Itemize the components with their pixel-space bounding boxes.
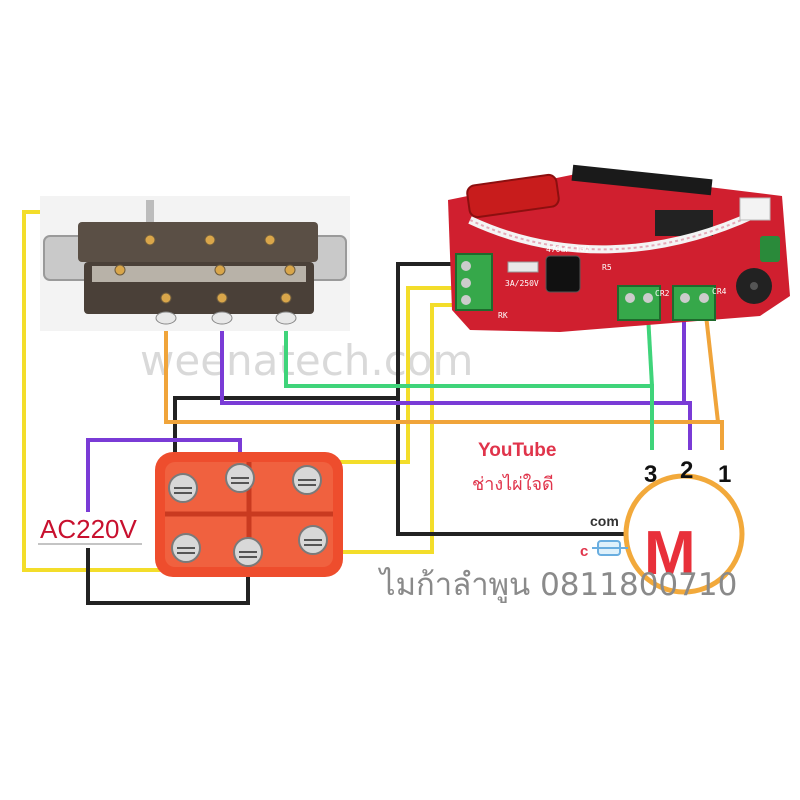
wire-orange-pcb [704, 314, 720, 423]
wire-yellow-right-top [330, 286, 460, 464]
channel-name: ช่างไผ่ใจดี [472, 473, 554, 495]
pcb-label-cr2: CR2 [655, 289, 670, 298]
wire-green-speed3 [284, 322, 654, 450]
wire-orange-speed1 [164, 322, 724, 450]
pcb-label-cr4: CR4 [712, 287, 727, 296]
contact-text: ไมก้าลำพูน 0811800710 [377, 567, 737, 603]
wire-yellow-right-bottom [335, 303, 460, 554]
motor-com-label: com [590, 513, 619, 529]
ac-label-box [38, 512, 142, 548]
control-pcb-board: R5 RK CR2 CR4 3A/250V 470uF 16V [448, 164, 790, 332]
wire-green-pcb [646, 314, 654, 387]
wire-black-toggle-top [173, 396, 398, 470]
motor-terminal-3: 3 [644, 461, 657, 488]
motor-cap-label: c [580, 543, 588, 560]
speed-selector-switch [40, 196, 350, 331]
pcb-label-fuse: 3A/250V [505, 279, 539, 288]
motor-terminal-2: 2 [680, 457, 693, 484]
wire-purple-speed2 [220, 322, 692, 450]
motor-terminal-1: 1 [718, 461, 731, 488]
pcb-label-rk: RK [498, 311, 508, 320]
motor-symbol: M [592, 473, 745, 595]
ac-voltage-label: AC220V [40, 514, 137, 544]
wire-purple-ac [86, 438, 242, 515]
pcb-label-r5: R5 [602, 263, 612, 272]
pcb-label-capacitor: 470uF 16V [546, 245, 590, 254]
wire-black-ac [86, 545, 250, 605]
youtube-label: YouTube [478, 440, 556, 461]
watermark-text: weenatech.com [140, 336, 473, 385]
motor-letter: M [644, 519, 696, 588]
toggle-switch-6pin [155, 452, 343, 577]
